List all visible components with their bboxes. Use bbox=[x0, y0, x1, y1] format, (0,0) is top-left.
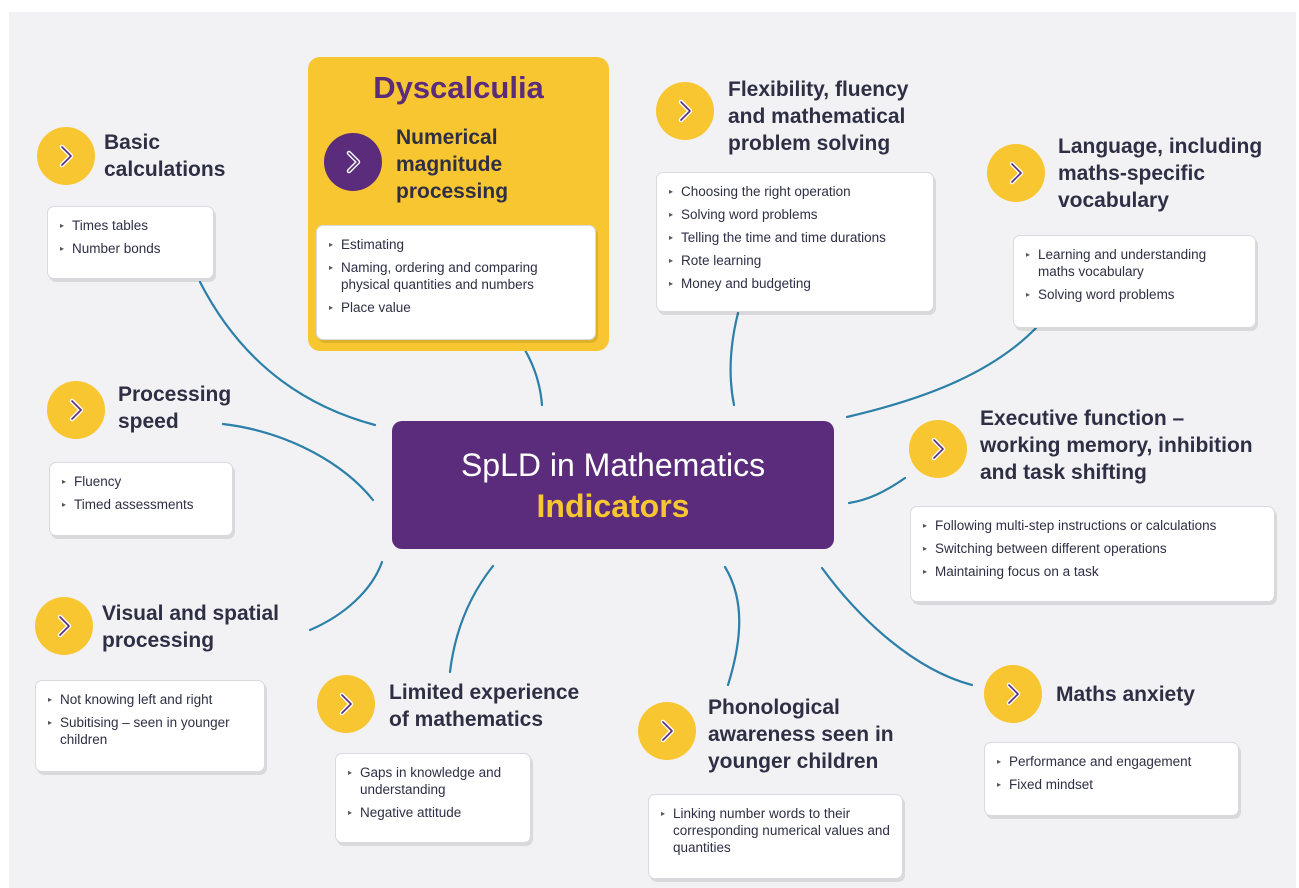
chevron-right-icon bbox=[909, 420, 967, 478]
center-title: SpLD in Mathematics bbox=[460, 447, 766, 483]
chevron-right-icon bbox=[37, 127, 95, 185]
maths-anxiety-title: Maths anxiety bbox=[1056, 683, 1195, 706]
list-item: Not knowing left and right bbox=[48, 691, 254, 708]
limited-experience-card: Gaps in knowledge and understanding Nega… bbox=[335, 753, 531, 843]
dyscalculia-card: Estimating Naming, ordering and comparin… bbox=[316, 225, 596, 340]
list-item: Fluency bbox=[62, 473, 222, 490]
flexibility-card: Choosing the right operation Solving wor… bbox=[656, 172, 934, 312]
list-item: Solving word problems bbox=[669, 206, 923, 223]
list-item: Rote learning bbox=[669, 252, 923, 269]
connector-speed bbox=[221, 422, 375, 502]
list-item: Following multi-step instructions or cal… bbox=[923, 517, 1264, 534]
list-item: Choosing the right operation bbox=[669, 183, 923, 200]
limited-experience-title: Limited experience of mathematics bbox=[389, 681, 580, 731]
chevron-right-icon bbox=[47, 381, 105, 439]
connector-basic bbox=[198, 280, 377, 427]
chevron-right-icon bbox=[984, 665, 1042, 723]
list-item: Subitising – seen in younger children bbox=[48, 714, 254, 748]
list-item: Solving word problems bbox=[1026, 286, 1245, 303]
flexibility-title: Flexibility, fluency and mathematical pr… bbox=[728, 78, 909, 155]
connector-phono bbox=[723, 565, 741, 687]
chevron-right-icon bbox=[638, 702, 696, 760]
list-item: Fixed mindset bbox=[997, 776, 1228, 793]
connector-visual bbox=[308, 560, 384, 632]
language-title: Language, including maths-specific vocab… bbox=[1058, 135, 1263, 212]
list-item: Estimating bbox=[329, 236, 585, 253]
phonological-awareness-title: Phonological awareness seen in younger c… bbox=[708, 696, 894, 773]
executive-function-title: Executive function – working memory, inh… bbox=[980, 407, 1253, 484]
list-item: Maintaining focus on a task bbox=[923, 563, 1264, 580]
chevron-right-icon bbox=[656, 82, 714, 140]
list-item: Negative attitude bbox=[348, 804, 520, 821]
chevron-right-icon bbox=[324, 133, 382, 191]
visual-spatial-card: Not knowing left and right Subitising – … bbox=[35, 680, 265, 772]
dyscalculia-title: Numerical magnitude processing bbox=[396, 126, 509, 203]
connector-dyscalculia bbox=[518, 340, 544, 407]
center-node bbox=[392, 421, 834, 549]
connector-limited bbox=[448, 564, 495, 674]
executive-function-card: Following multi-step instructions or cal… bbox=[910, 506, 1275, 602]
list-item: Place value bbox=[329, 299, 585, 316]
connector-flex bbox=[729, 311, 740, 407]
connector-language bbox=[845, 326, 1038, 419]
connector-exec bbox=[847, 476, 907, 505]
list-item: Timed assessments bbox=[62, 496, 222, 513]
phonological-awareness-card: Linking number words to their correspond… bbox=[648, 794, 903, 879]
basic-calculations-title: Basic calculations bbox=[104, 131, 226, 181]
chevron-right-icon bbox=[987, 144, 1045, 202]
list-item: Learning and understanding maths vocabul… bbox=[1026, 246, 1245, 280]
processing-speed-card: Fluency Timed assessments bbox=[49, 462, 233, 536]
list-item: Linking number words to their correspond… bbox=[661, 805, 892, 856]
chevron-right-icon bbox=[35, 597, 93, 655]
maths-anxiety-card: Performance and engagement Fixed mindset bbox=[984, 742, 1239, 816]
visual-spatial-title: Visual and spatial processing bbox=[102, 602, 280, 652]
processing-speed-title: Processing speed bbox=[118, 383, 232, 433]
dyscalculia-heading: Dyscalculia bbox=[373, 70, 544, 105]
list-item: Money and budgeting bbox=[669, 275, 923, 292]
connector-anxiety bbox=[820, 566, 974, 687]
list-item: Performance and engagement bbox=[997, 753, 1228, 770]
chevron-right-icon bbox=[317, 675, 375, 733]
list-item: Gaps in knowledge and understanding bbox=[348, 764, 520, 798]
basic-calculations-card: Times tables Number bonds bbox=[47, 206, 214, 279]
list-item: Times tables bbox=[60, 217, 203, 234]
list-item: Switching between different operations bbox=[923, 540, 1264, 557]
list-item: Number bonds bbox=[60, 240, 203, 257]
list-item: Telling the time and time durations bbox=[669, 229, 923, 246]
language-card: Learning and understanding maths vocabul… bbox=[1013, 235, 1256, 328]
center-subtitle: Indicators bbox=[536, 488, 690, 524]
list-item: Naming, ordering and comparing physical … bbox=[329, 259, 585, 293]
